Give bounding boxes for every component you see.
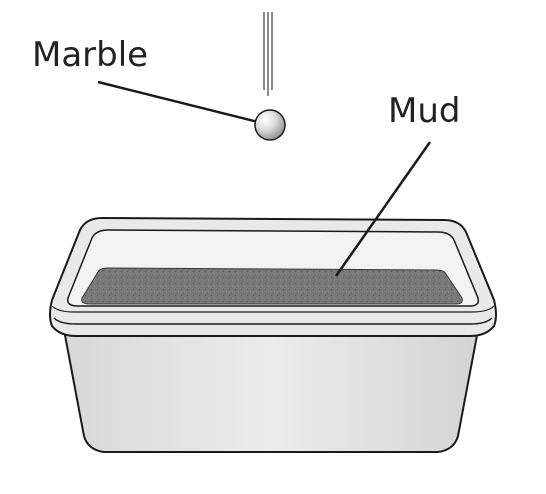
marble-ball [254, 109, 286, 141]
marble-leader-line [97, 80, 259, 124]
mud-leader-line [334, 141, 432, 277]
container-body [62, 329, 480, 453]
rim-lip-line-2 [51, 305, 495, 313]
mud-surface [81, 267, 463, 305]
mud-label: Mud [388, 91, 460, 131]
marble-label: Marble [32, 35, 148, 75]
motion-lines [263, 12, 273, 96]
rim-lip-line [53, 317, 493, 325]
